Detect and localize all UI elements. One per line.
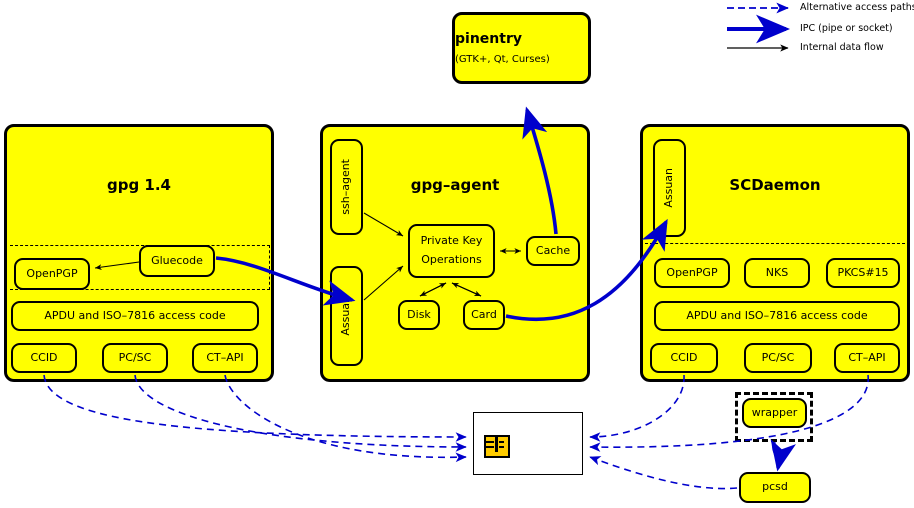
scdaemon-app-nks[interactable]: NKS <box>744 258 810 288</box>
scdaemon-assuan[interactable]: Assuan <box>653 139 686 237</box>
gpg-driver-ctapi[interactable]: CT–API <box>192 343 258 373</box>
pinentry-subtitle: (GTK+, Qt, Curses) <box>455 54 550 65</box>
pko-line-1: Private Key <box>420 234 483 248</box>
gpg-apdu[interactable]: APDU and ISO–7816 access code <box>11 301 259 331</box>
gpg-agent-private-key-ops[interactable]: Private Key Operations <box>408 224 495 278</box>
pcsd-box[interactable]: pcsd <box>739 472 811 503</box>
gpg-openpgp[interactable]: OpenPGP <box>14 258 90 290</box>
scdaemon-assuan-label: Assuan <box>662 168 676 208</box>
gpg-gluecode[interactable]: Gluecode <box>139 245 215 277</box>
legend-label-internal: Internal data flow <box>800 42 884 53</box>
scdaemon-app-openpgp[interactable]: OpenPGP <box>654 258 730 288</box>
gpg-driver-ccid[interactable]: CCID <box>11 343 77 373</box>
wrapper-box[interactable]: wrapper <box>742 398 807 428</box>
gpg-agent-card[interactable]: Card <box>463 300 505 330</box>
scdaemon-title: SCDaemon <box>729 176 821 194</box>
pko-line-2: Operations <box>421 253 482 266</box>
gpg-agent-ssh-agent[interactable]: ssh–agent <box>330 139 363 235</box>
gpg-agent-disk[interactable]: Disk <box>398 300 440 330</box>
gpg-driver-pcsc[interactable]: PC/SC <box>102 343 168 373</box>
gpg-title: gpg 1.4 <box>106 176 171 194</box>
scdaemon-driver-pcsc[interactable]: PC/SC <box>744 343 812 373</box>
scdaemon-driver-ccid[interactable]: CCID <box>650 343 718 373</box>
scdaemon-app-pkcs15[interactable]: PKCS#15 <box>826 258 900 288</box>
gpg-agent-cache[interactable]: Cache <box>526 236 580 266</box>
pinentry-box[interactable]: pinentry (GTK+, Qt, Curses) <box>452 12 591 84</box>
scdaemon-driver-ctapi[interactable]: CT–API <box>834 343 900 373</box>
smartcard-chip-icon <box>484 435 510 458</box>
scdaemon-apdu[interactable]: APDU and ISO–7816 access code <box>654 301 900 331</box>
scdaemon-divider <box>645 243 905 244</box>
gpg-agent-assuan[interactable]: Assuan <box>330 266 363 366</box>
gpg-agent-assuan-label: Assuan <box>339 296 353 336</box>
legend-label-alt: Alternative access paths <box>800 2 914 13</box>
ssh-agent-label: ssh–agent <box>339 159 353 215</box>
pinentry-title: pinentry <box>455 31 522 47</box>
legend-label-ipc: IPC (pipe or socket) <box>800 23 893 34</box>
gpg-agent-title: gpg–agent <box>410 176 500 194</box>
